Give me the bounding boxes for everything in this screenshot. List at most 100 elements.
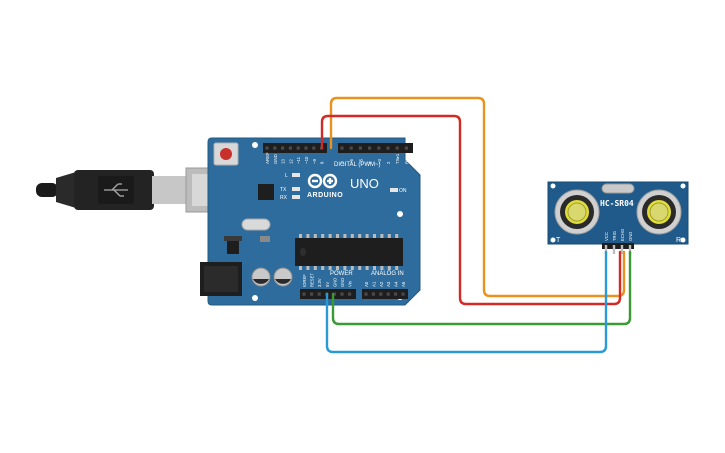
transmitter-marker: T [556, 237, 561, 244]
analog-pin-label: A5 [401, 281, 406, 287]
power-pin-socket[interactable] [348, 292, 352, 296]
sensor-pin[interactable] [604, 245, 608, 254]
analog-pin-socket[interactable] [364, 292, 368, 296]
digital-header-right [338, 143, 413, 153]
analog-pin-label: A2 [379, 281, 384, 287]
power-pin-label: 3.3V [317, 278, 322, 287]
power-pin-socket[interactable] [332, 292, 336, 296]
led-l [292, 173, 300, 177]
digital-pin-socket[interactable] [368, 146, 372, 150]
wire-blue[interactable] [325, 250, 608, 354]
digital-pin-label: AREF [265, 152, 270, 164]
sensor-pin-label: VCC [604, 232, 609, 241]
smd-component [260, 236, 270, 242]
atmega-chip [295, 234, 403, 270]
sensor-pin-label: GND [628, 232, 633, 241]
sensor-pin-label: ECHO [620, 228, 625, 241]
mounting-hole [550, 237, 556, 243]
led-tx [292, 187, 300, 191]
mounting-hole [680, 183, 686, 189]
mounting-hole [550, 183, 556, 189]
digital-pin-socket[interactable] [404, 146, 408, 150]
sensor-pin[interactable] [612, 245, 616, 254]
svg-text:L: L [285, 173, 288, 179]
power-pin-label: IOREF [302, 274, 307, 287]
analog-pin-socket[interactable] [379, 292, 383, 296]
usb-strain-relief [56, 172, 76, 208]
digital-pin-label: 12 [288, 159, 293, 164]
digital-pin-label: TX▸1 [395, 153, 400, 164]
arduino-uno-board[interactable]: L TX RX ON ARDUINO UNO [200, 137, 421, 306]
power-pin-socket[interactable] [310, 292, 314, 296]
status-leds: L TX RX ON [280, 173, 407, 201]
arduino-logo-icon [307, 173, 338, 189]
digital-pin-label: ~9 [312, 158, 317, 164]
sensor-crystal [601, 183, 635, 194]
mounting-hole [680, 237, 686, 243]
sensor-pin-header[interactable] [602, 243, 634, 254]
analog-pin-label: A4 [394, 281, 399, 287]
digital-pin-socket[interactable] [273, 146, 277, 150]
ultrasonic-transmitter [554, 189, 600, 235]
digital-pin-socket[interactable] [312, 146, 316, 150]
led-rx [292, 195, 300, 199]
digital-header-label: DIGITAL (PWM~) [334, 162, 381, 168]
dc-power-jack [200, 262, 242, 296]
mounting-hole [252, 295, 258, 301]
analog-pin-label: A1 [371, 281, 376, 287]
svg-text:RX: RX [280, 195, 288, 201]
digital-pin-label: GND [273, 154, 278, 164]
digital-pin-socket[interactable] [386, 146, 390, 150]
digital-pin-socket[interactable] [265, 146, 269, 150]
digital-pin-label: 2 [386, 161, 391, 164]
receiver-marker: R [676, 237, 681, 244]
sensor-pin[interactable] [620, 245, 624, 254]
digital-pin-socket[interactable] [304, 146, 308, 150]
capacitor [251, 267, 271, 287]
power-pin-socket[interactable] [317, 292, 321, 296]
power-pin-label: RESET [310, 273, 315, 287]
digital-pin-label: RX◂0 [404, 153, 409, 164]
analog-header-label: ANALOG IN [371, 271, 404, 277]
digital-pin-label: 7 [340, 161, 345, 164]
voltage-regulator [224, 236, 242, 254]
digital-header-left [263, 143, 327, 153]
power-pin-socket[interactable] [302, 292, 306, 296]
analog-pin-socket[interactable] [401, 292, 405, 296]
sensor-pin[interactable] [628, 245, 632, 254]
digital-pin-label: ~10 [304, 156, 309, 164]
digital-pin-socket[interactable] [340, 146, 344, 150]
digital-pin-label: ~5 [358, 158, 363, 164]
svg-text:ON: ON [399, 188, 407, 194]
digital-pin-socket[interactable] [349, 146, 353, 150]
power-pin-label: 5V [325, 282, 330, 287]
analog-pin-socket[interactable] [386, 292, 390, 296]
digital-pin-label: ~11 [296, 156, 301, 164]
analog-pin-socket[interactable] [371, 292, 375, 296]
wire-red[interactable] [320, 114, 622, 306]
reset-button[interactable] [213, 142, 239, 166]
digital-pin-label: 13 [281, 159, 286, 164]
digital-pin-socket[interactable] [358, 146, 362, 150]
led-on [390, 188, 398, 192]
digital-pin-label: ~3 [377, 158, 382, 164]
power-pin-label: Vin [348, 280, 353, 287]
digital-pin-label: 8 [320, 161, 325, 164]
usb-cable-cord [36, 183, 58, 197]
mounting-hole [252, 142, 258, 148]
analog-pin-socket[interactable] [394, 292, 398, 296]
digital-pin-socket[interactable] [395, 146, 399, 150]
wire-green[interactable] [331, 250, 632, 326]
digital-pin-socket[interactable] [377, 146, 381, 150]
digital-pin-socket[interactable] [281, 146, 285, 150]
digital-pin-socket[interactable] [296, 146, 300, 150]
ultrasonic-receiver [636, 189, 682, 235]
crystal-oscillator [241, 218, 271, 231]
power-header-label: POWER [330, 271, 353, 277]
power-pin-socket[interactable] [340, 292, 344, 296]
digital-pin-socket[interactable] [288, 146, 292, 150]
